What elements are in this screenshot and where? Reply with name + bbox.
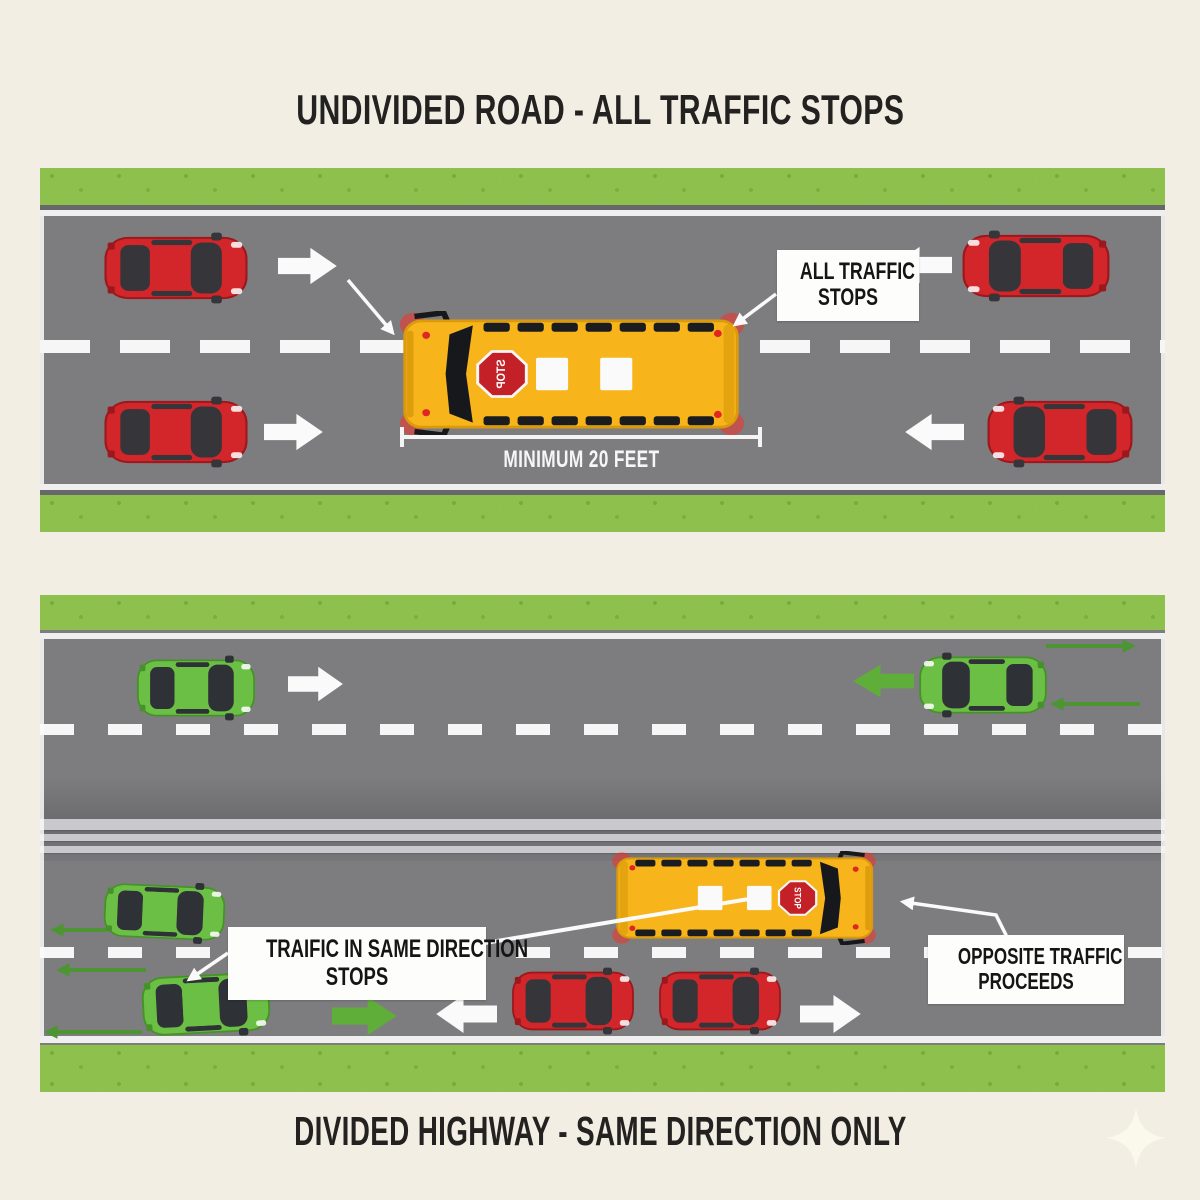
annotation-arrow — [186, 951, 229, 982]
road-edge-line — [40, 210, 1165, 216]
median-stripe — [40, 846, 1165, 853]
road-edge-line — [40, 633, 1165, 639]
motion-arrow-left — [1049, 697, 1140, 711]
road-edge-dark — [40, 490, 1165, 495]
motion-arrow-left — [49, 923, 106, 937]
callout-line: ALL TRAFFIC — [799, 258, 915, 285]
motion-arrow-right — [1046, 639, 1137, 653]
red-car — [657, 967, 783, 1035]
all-traffic-stops-callout: ALL TRAFFIC STOPS — [777, 250, 919, 321]
red-car — [510, 967, 636, 1035]
road-edge-line — [40, 484, 1165, 490]
measurement-tick — [400, 427, 404, 447]
annotation-arrow — [899, 896, 1010, 940]
direction-arrow-right-icon — [288, 665, 344, 703]
red-car — [960, 230, 1112, 302]
red-car — [102, 396, 250, 468]
road-cut-edge — [40, 639, 44, 1036]
red-car — [102, 232, 250, 304]
grass-strip-top — [40, 595, 1165, 630]
divided-highway-scene: TRAIFIC IN SAME DIRECTION STOPS OPPOSITE… — [40, 595, 1165, 1092]
school-bus — [397, 311, 747, 437]
green-car — [135, 655, 257, 721]
annotation-arrow — [346, 278, 395, 336]
median-stripe — [40, 819, 1165, 830]
same-direction-stops-callout: TRAIFIC IN SAME DIRECTION STOPS — [228, 927, 529, 1000]
median-stripe — [40, 834, 1165, 841]
undivided-road-scene: ALL TRAFFIC STOPS MINIMUM 20 FEET — [40, 168, 1165, 532]
grass-strip-top — [40, 168, 1165, 205]
road-edge-line — [40, 1036, 1165, 1043]
upper-dashed-line — [40, 724, 1165, 735]
direction-arrow-left-icon — [852, 663, 914, 699]
motion-arrow-left — [43, 1025, 142, 1039]
callout-line: PROCEEDS — [978, 968, 1074, 995]
grass-strip-bottom — [40, 1045, 1165, 1092]
direction-arrow-right-icon — [332, 995, 398, 1037]
bottom-title-text: DIVIDED HIGHWAY - SAME DIRECTION ONLY — [293, 1108, 907, 1154]
annotation-arrow — [484, 890, 766, 945]
opposite-traffic-proceeds-callout: OPPOSITE TRAFFIC PROCEEDS — [928, 935, 1124, 1004]
direction-arrow-right-icon — [264, 412, 324, 452]
measurement-label: MINIMUM 20 FEET — [502, 446, 660, 473]
top-title-text: UNDIVIDED ROAD - ALL TRAFFIC STOPS — [295, 86, 905, 133]
green-car — [917, 652, 1049, 718]
road-edge-dark — [40, 205, 1165, 210]
direction-arrow-right-icon — [278, 246, 338, 286]
annotation-arrow — [732, 292, 778, 327]
green-car — [101, 878, 229, 945]
direction-arrow-left-icon — [904, 412, 964, 452]
motion-arrow-left — [55, 963, 146, 977]
road-cut-edge — [1161, 639, 1165, 1036]
measurement-line — [400, 435, 762, 439]
callout-line: OPPOSITE TRAFFIC — [957, 943, 1123, 969]
callout-line: STOPS — [325, 962, 389, 991]
top-title: UNDIVIDED ROAD - ALL TRAFFIC STOPS — [0, 86, 1200, 134]
lower-dashed-line — [40, 947, 1165, 958]
callout-line: STOPS — [818, 284, 878, 312]
direction-arrow-right-icon — [800, 993, 862, 1035]
red-car — [985, 396, 1135, 468]
bottom-title: DIVIDED HIGHWAY - SAME DIRECTION ONLY — [0, 1108, 1200, 1155]
sparkle-icon — [1106, 1108, 1166, 1168]
callout-line: TRAIFIC IN SAME DIRECTION — [265, 935, 529, 963]
grass-strip-bottom — [40, 495, 1165, 532]
measurement-tick — [758, 427, 762, 447]
